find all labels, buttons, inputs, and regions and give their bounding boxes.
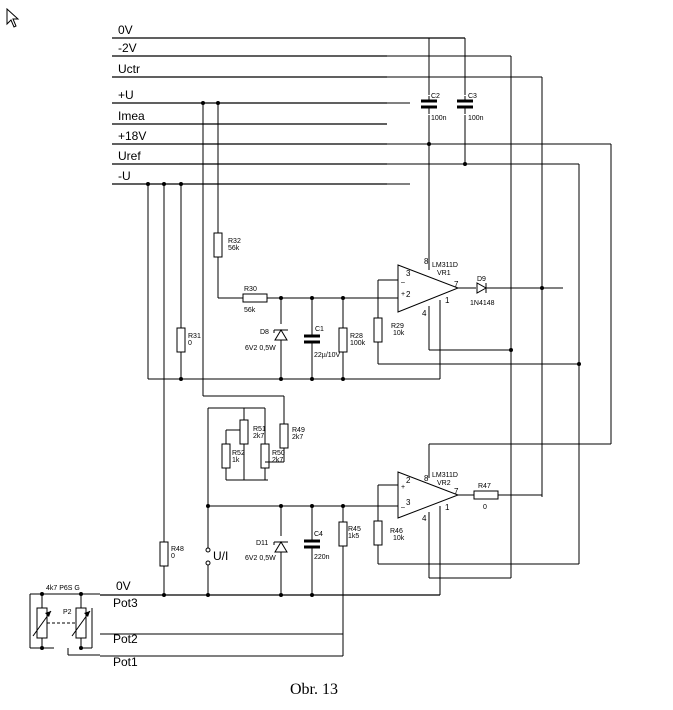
vr1-pin7: 7	[454, 280, 459, 289]
vr1-pin2: 2	[406, 290, 411, 299]
bus-label-group: 0V -2V Uctr +U Imea +18V Uref -U	[118, 23, 146, 183]
bus-label-plus-u: +U	[118, 88, 134, 102]
r45-value: 1k5	[348, 533, 359, 540]
bus-label-uref: Uref	[118, 149, 141, 163]
bottom-rails: 0V Pot3 Pot2 Pot1	[100, 579, 440, 669]
bus-label-plus18v: +18V	[118, 129, 146, 143]
vr1-pin4: 4	[422, 309, 427, 318]
r28-value: 100k	[350, 340, 366, 347]
vr2-pin8: 8	[424, 474, 429, 483]
ui-switch-label: U/I	[213, 549, 228, 563]
r31-value: 0	[188, 340, 192, 347]
caps-top: C2 100n C3 100n	[421, 93, 484, 122]
potentiometer-p2: 4k7 P6S G P2	[29, 585, 100, 656]
vr2-label: VR2	[437, 480, 451, 487]
c2-value: 100n	[431, 115, 447, 122]
vr1-pin8: 8	[424, 257, 429, 266]
r49-label: R49	[292, 427, 305, 434]
r52-value: 1k	[232, 457, 240, 464]
bus-label-uctr: Uctr	[118, 62, 140, 76]
c1-label: C1	[315, 326, 324, 333]
d8-label: D8	[260, 329, 269, 336]
c4-value: 220n	[314, 554, 330, 561]
c4-label: C4	[314, 531, 323, 538]
r30-label: R30	[244, 286, 257, 293]
bus-label-minus-u: -U	[118, 169, 131, 183]
svg-text:+: +	[401, 291, 405, 298]
bus-label-minus2v: -2V	[118, 41, 137, 55]
upper-circuit: R32 56k R30 56k D8 6V2 0,5W C1 22µ/10V R…	[146, 101, 581, 381]
mouse-pointer-icon	[6, 8, 20, 28]
vr2-part: LM311D	[432, 472, 458, 479]
bus-lines	[112, 37, 465, 185]
r29-label: R29	[391, 323, 404, 330]
bus-label-imea: Imea	[118, 109, 145, 123]
d8-value: 6V2 0,5W	[245, 345, 276, 352]
vr2-pin7: 7	[454, 487, 459, 496]
r50-label: R50	[272, 450, 285, 457]
d11-value: 6V2 0,5W	[245, 555, 276, 562]
c3-label: C3	[468, 93, 477, 100]
bottom-label-pot1: Pot1	[113, 655, 138, 669]
vr2-pin1: 1	[445, 503, 450, 512]
r52-label: R52	[232, 450, 245, 457]
r46-label: R46	[390, 528, 403, 535]
d11-label: D11	[256, 540, 268, 547]
c2-label: C2	[431, 93, 440, 100]
vr2-pin2: 2	[406, 476, 411, 485]
r45-label: R45	[348, 526, 361, 533]
r51-value: 2k7	[253, 433, 264, 440]
svg-text:+: +	[401, 484, 405, 491]
d9-label: D9	[477, 276, 486, 283]
bus-label-0v: 0V	[118, 23, 133, 37]
c3-value: 100n	[468, 115, 484, 122]
r50-value: 2k7	[272, 457, 283, 464]
vr1-pin1: 1	[445, 296, 450, 305]
r47-label: R47	[478, 483, 491, 490]
vr1-label: VR1	[437, 270, 451, 277]
r49-value: 2k7	[292, 434, 303, 441]
vr1-part: LM311D	[432, 262, 458, 269]
r48-value: 0	[171, 553, 175, 560]
c1-value: 22µ/10V	[314, 352, 341, 359]
r30-value: 56k	[244, 307, 256, 314]
p2-value: 4k7 P6S G	[46, 585, 80, 592]
r48-label: R48	[171, 546, 184, 553]
vr2-pin3: 3	[406, 498, 411, 507]
r28-label: R28	[350, 333, 363, 340]
bottom-label-0v: 0V	[116, 579, 131, 593]
vr1-pin3: 3	[406, 269, 411, 278]
r32-value: 56k	[228, 245, 240, 252]
vr2-pin4: 4	[422, 514, 427, 523]
p2-label: P2	[63, 609, 72, 616]
r47-value: 0	[483, 504, 487, 511]
d9-value: 1N4148	[470, 300, 495, 307]
lower-circuit: R48 0 U/I D11 6V2 0,5W C4 220n R45 1k5	[159, 182, 611, 634]
figure-caption: Obr. 13	[290, 681, 338, 698]
bottom-label-pot3: Pot3	[113, 596, 138, 610]
bottom-label-pot2: Pot2	[113, 632, 138, 646]
svg-text:–: –	[401, 279, 405, 286]
r51-label: R51	[253, 426, 266, 433]
r32-label: R32	[228, 238, 241, 245]
svg-text:–: –	[401, 504, 405, 511]
r46-value: 10k	[393, 535, 405, 542]
r31-label: R31	[188, 333, 201, 340]
r29-value: 10k	[393, 330, 405, 337]
middle-resistor-network: R49 2k7 R51 2k7 R52 1k R50 2k7	[201, 101, 305, 508]
